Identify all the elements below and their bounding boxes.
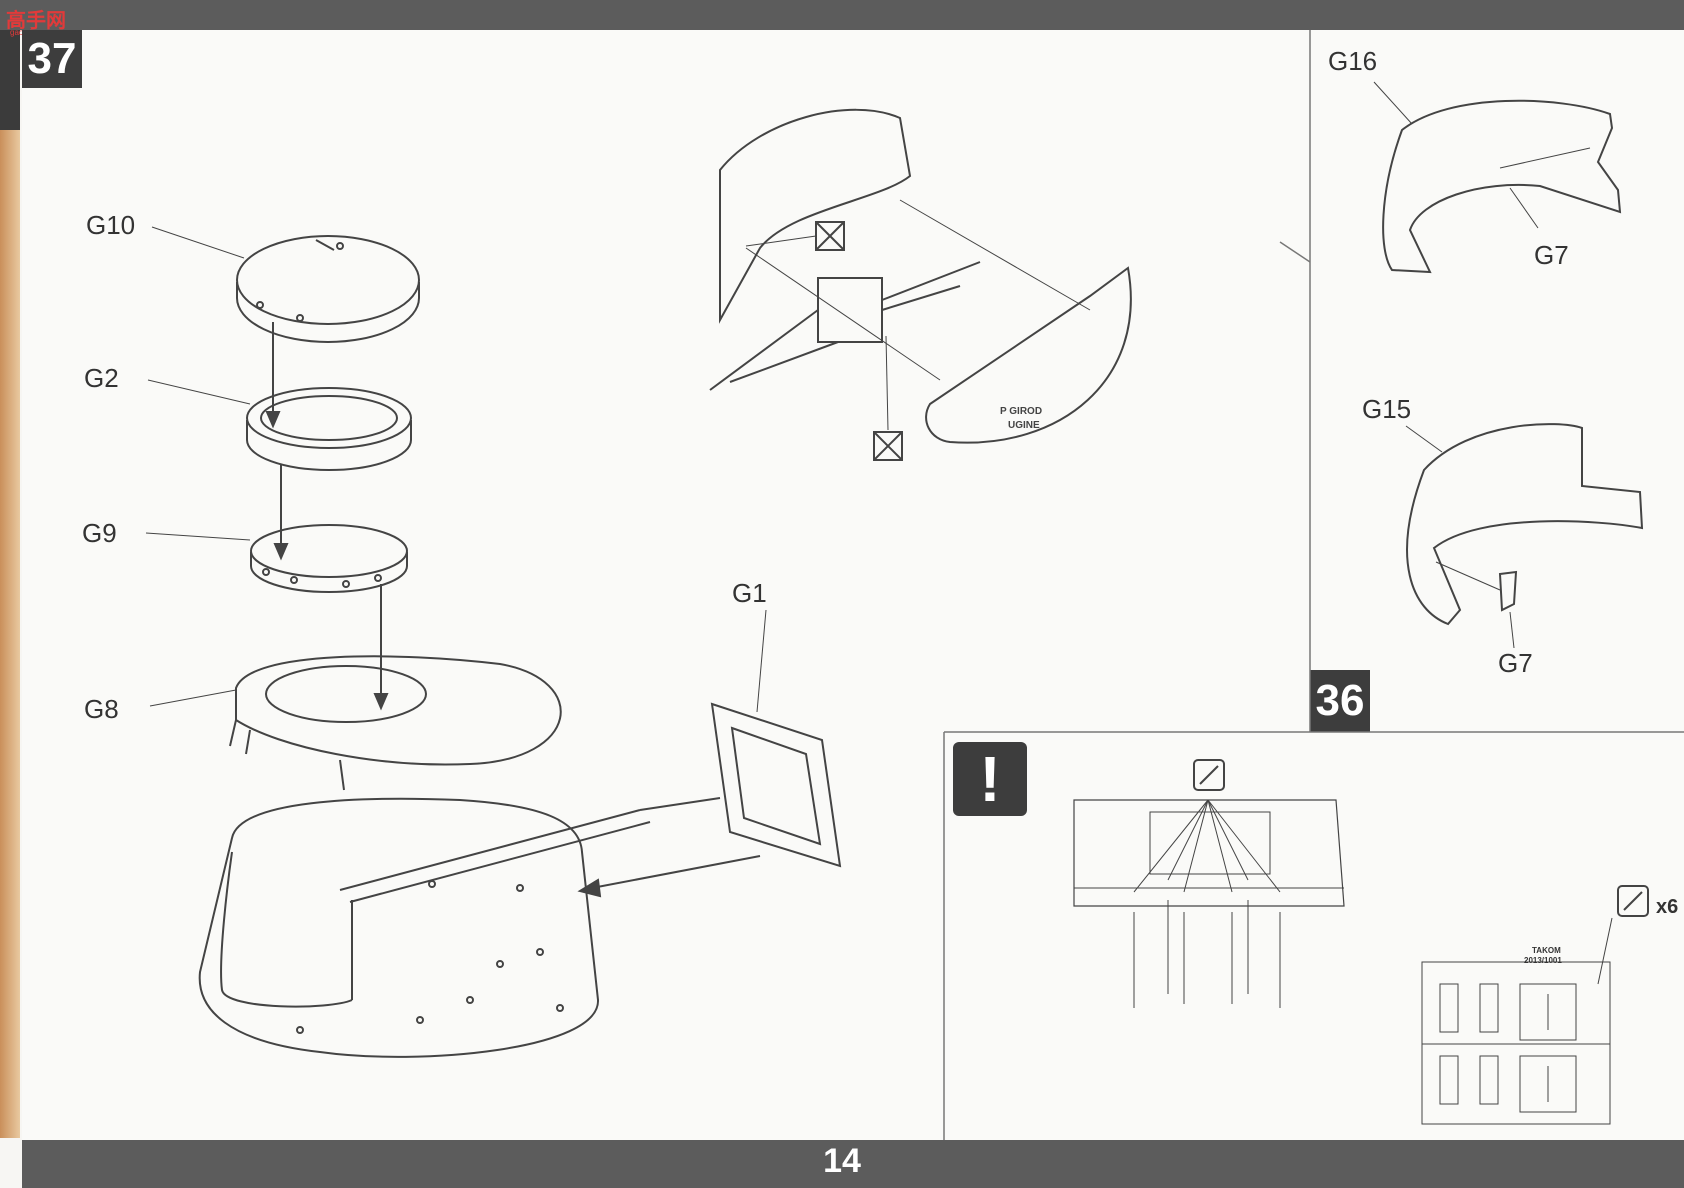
part-g16-drawing (1382, 99, 1622, 274)
page-edge (0, 30, 20, 1138)
part-g15-drawing (1406, 423, 1644, 626)
part-label-g7-bottom: G7 (1498, 648, 1533, 678)
watermark-logo: 高手网 (6, 10, 66, 32)
page-number: 14 (823, 1142, 861, 1180)
sprue-drawing (1421, 961, 1611, 1125)
instruction-page (22, 30, 1684, 1140)
gun-shield-drawing (709, 108, 1132, 461)
sprue-code: 2013/1001 (1524, 956, 1562, 965)
part-label-g10: G10 (86, 210, 136, 240)
part-label-g8: G8 (84, 694, 119, 724)
part-g8-drawing (229, 655, 562, 791)
page-edge-dark (0, 30, 20, 130)
part-label-g7-top: G7 (1534, 240, 1569, 270)
detail-panel-drawing (1073, 799, 1345, 1008)
cut-tool-icon-x6 (1617, 885, 1649, 917)
part-g10-drawing (236, 235, 420, 343)
step-36-number: 36 (1310, 670, 1370, 732)
part-label-g1: G1 (732, 578, 767, 608)
part-g2-drawing (246, 387, 412, 471)
top-bar (0, 0, 1684, 30)
exclamation-icon: ! (953, 742, 1027, 816)
hull-marking-line2: UGINE (1008, 420, 1040, 431)
hull-body-drawing (198, 797, 721, 1058)
cut-tool-icon (1193, 759, 1225, 791)
hull-marking-line1: P GIROD (1000, 406, 1043, 417)
part-g9-drawing (250, 524, 408, 593)
part-label-g16: G16 (1328, 46, 1378, 76)
sprue-brand: TAKOM (1532, 946, 1561, 955)
step-37-number: 37 (22, 30, 82, 88)
bottom-bar (22, 1140, 1684, 1188)
part-g1-drawing (710, 702, 842, 868)
part-label-g2: G2 (84, 363, 119, 393)
part-label-g15: G15 (1362, 394, 1412, 424)
multiplier-label: x6 (1656, 896, 1679, 918)
part-label-g9: G9 (82, 518, 117, 548)
